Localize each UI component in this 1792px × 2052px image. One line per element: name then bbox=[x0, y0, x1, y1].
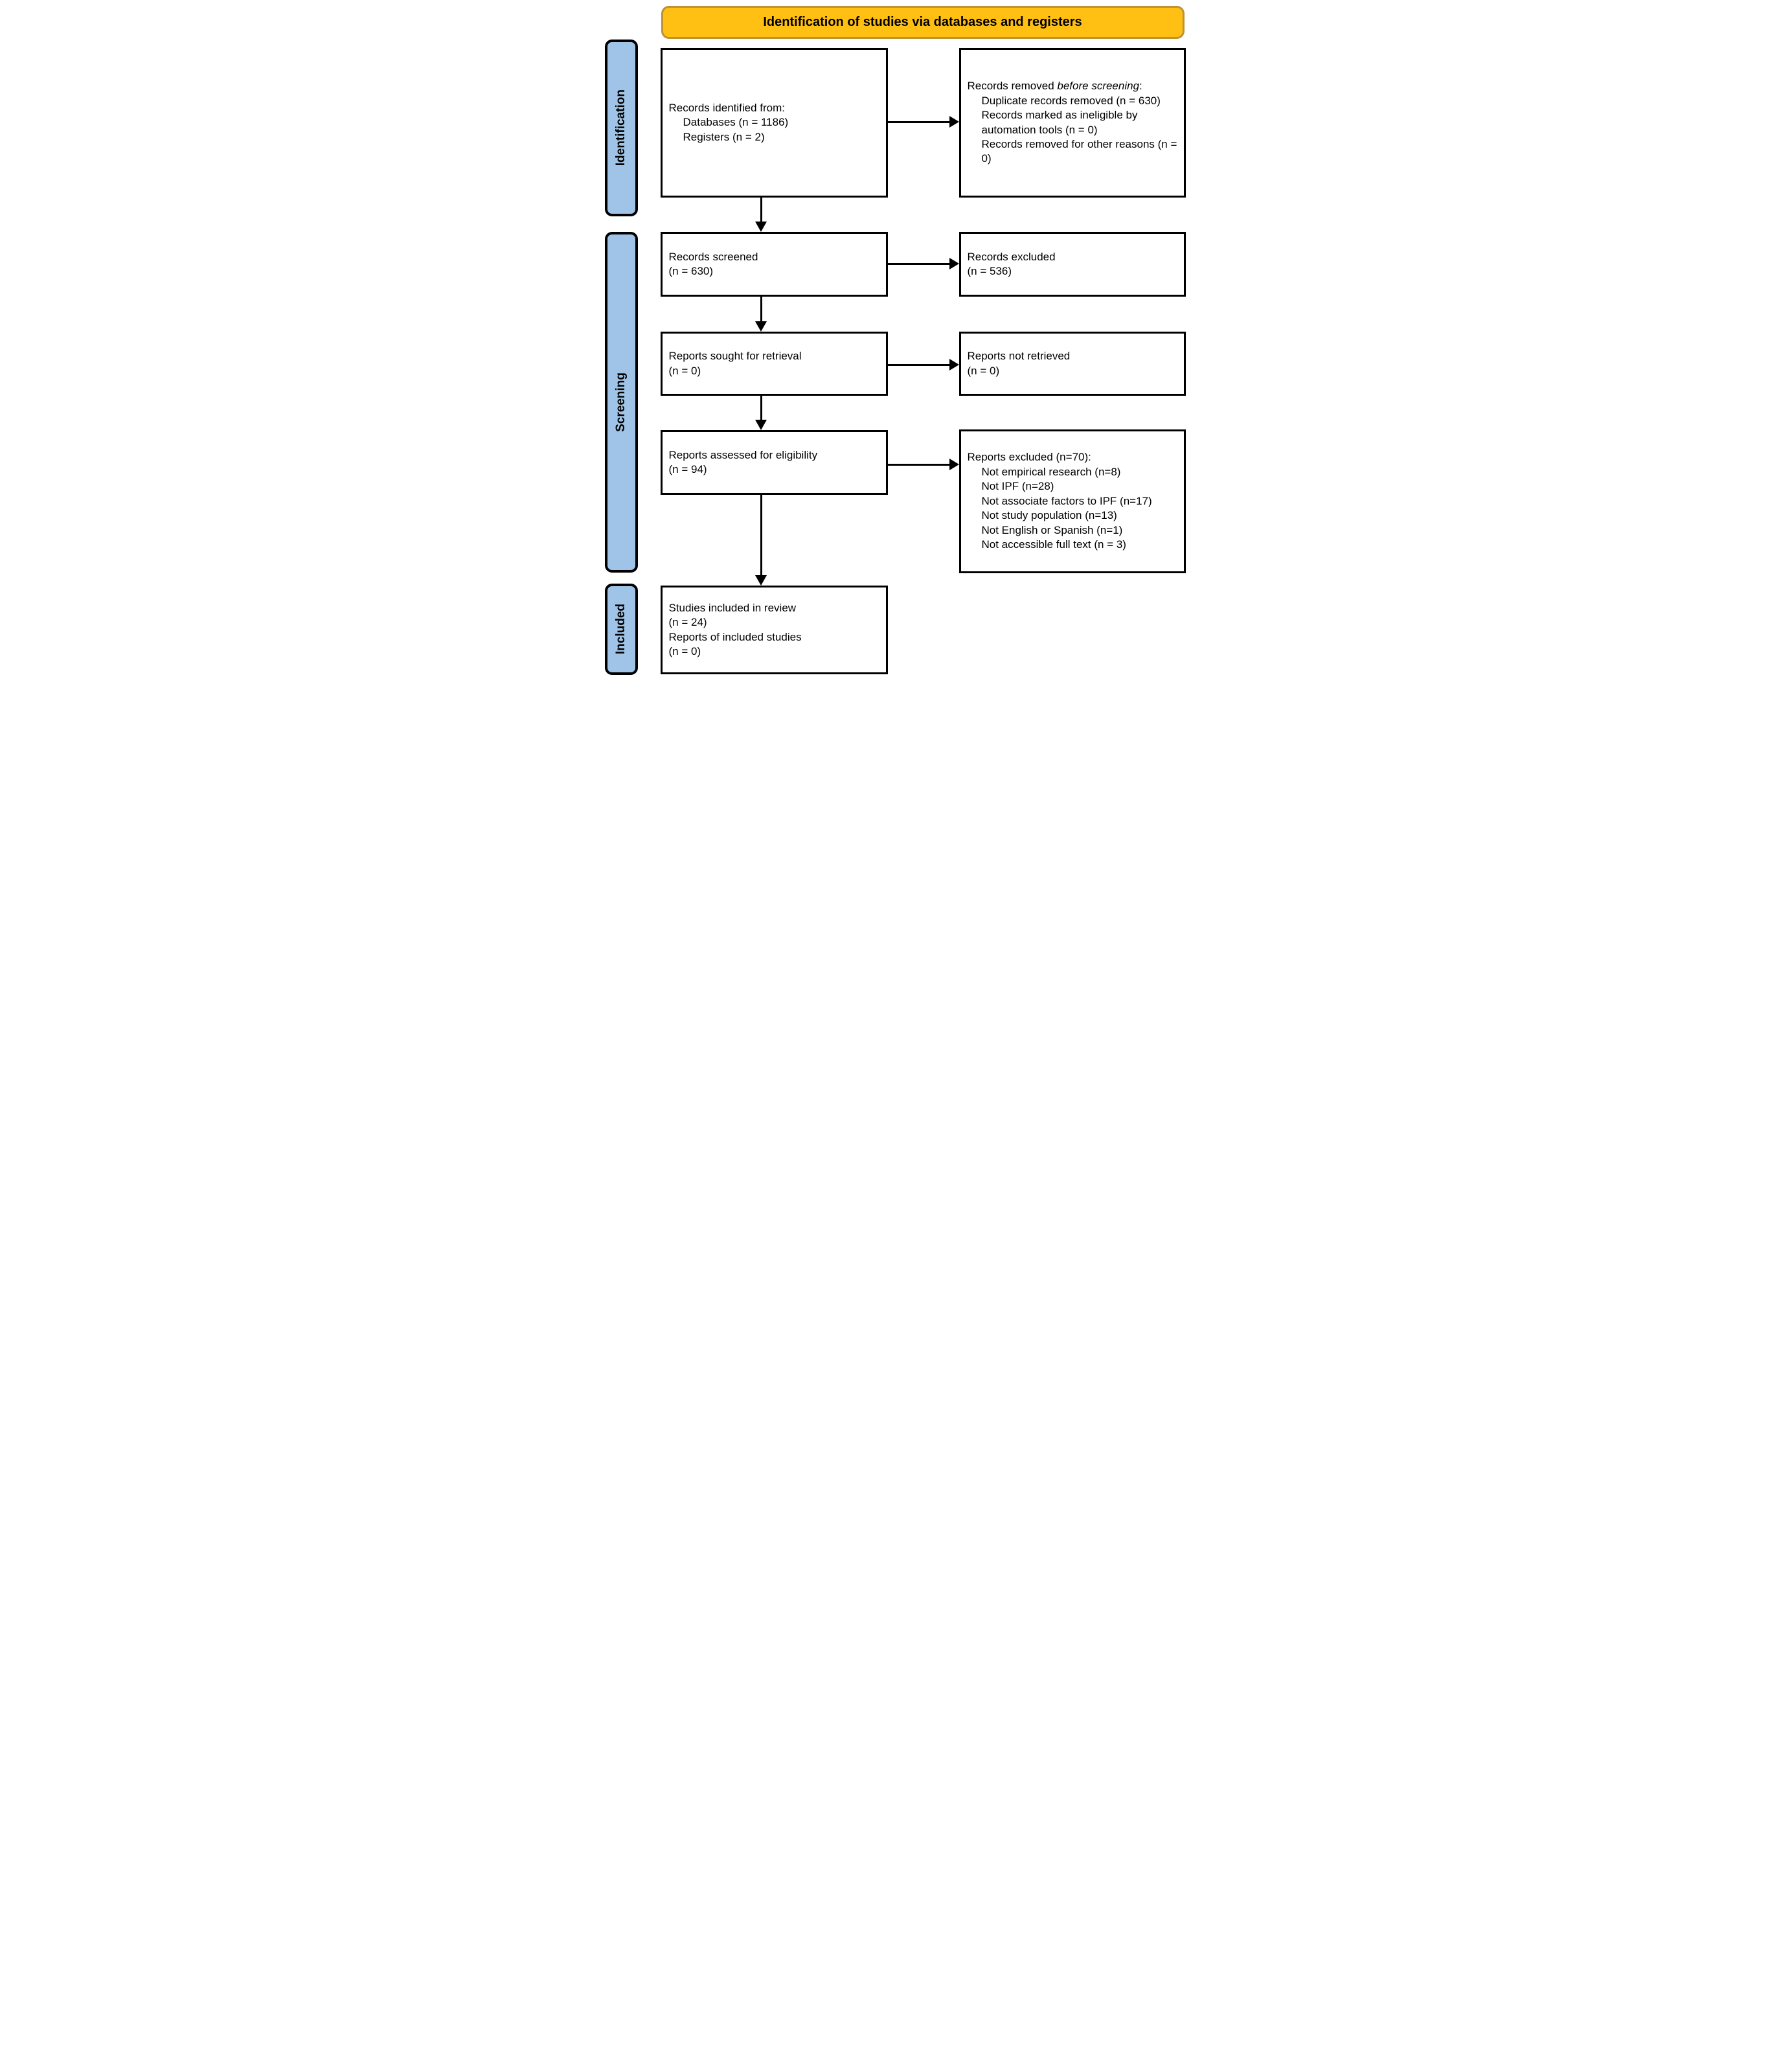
stage-label-screening-text: Screening bbox=[614, 372, 628, 432]
box-reports-not-retrieved-line: (n = 0) bbox=[967, 364, 1000, 377]
box-reports-assessed-line: (n = 94) bbox=[668, 463, 707, 475]
box-studies-included-line: Studies included in review bbox=[668, 601, 797, 614]
box-records-identified-item: Registers (n = 2) bbox=[683, 130, 765, 143]
box-reports-excluded-item: Not associate factors to IPF (n=17) bbox=[981, 494, 1152, 507]
box-records-removed-item: Records removed for other reasons (n = 0… bbox=[981, 137, 1177, 165]
box-records-identified: Records identified from: Databases (n = … bbox=[660, 48, 888, 198]
box-records-excluded: Records excluded (n = 536) bbox=[958, 232, 1186, 297]
arrow-screened-to-excluded bbox=[887, 258, 959, 269]
prisma-flow-diagram: Identification of studies via databases … bbox=[597, 0, 1195, 684]
box-records-identified-title: Records identified from: bbox=[668, 101, 786, 114]
arrow-identified-to-removed bbox=[887, 116, 959, 128]
arrow-sought-to-assessed bbox=[754, 396, 767, 430]
arrow-assessed-to-reports-excluded bbox=[887, 459, 959, 470]
box-reports-excluded-item: Not English or Spanish (n=1) bbox=[981, 523, 1123, 536]
box-records-removed-title: Records removed before screening: bbox=[968, 79, 1179, 93]
box-reports-not-retrieved-line: Reports not retrieved bbox=[967, 350, 1071, 363]
box-records-screened-line: Records screened bbox=[668, 250, 758, 263]
box-studies-included-line: (n = 24) bbox=[668, 616, 707, 629]
box-records-excluded-line: (n = 536) bbox=[967, 265, 1012, 277]
box-records-removed-title-suffix: : bbox=[1139, 80, 1142, 93]
box-reports-excluded-item: Not accessible full text (n = 3) bbox=[981, 538, 1126, 551]
box-studies-included: Studies included in review (n = 24) Repo… bbox=[660, 586, 888, 674]
box-records-removed-item: Duplicate records removed (n = 630) bbox=[981, 94, 1161, 107]
stage-label-included: Included bbox=[604, 584, 638, 675]
banner-title: Identification of studies via databases … bbox=[763, 15, 1082, 29]
box-reports-excluded-item: Not empirical research (n=8) bbox=[981, 465, 1121, 478]
box-records-screened-line: (n = 630) bbox=[668, 265, 714, 277]
stage-label-identification: Identification bbox=[604, 40, 638, 216]
box-reports-excluded-item: Not IPF (n=28) bbox=[981, 480, 1054, 493]
box-records-screened: Records screened (n = 630) bbox=[660, 232, 888, 297]
box-reports-sought-line: Reports sought for retrieval bbox=[668, 350, 802, 363]
box-reports-assessed: Reports assessed for eligibility (n = 94… bbox=[660, 430, 888, 495]
arrow-identified-to-screened bbox=[754, 198, 767, 232]
box-reports-assessed-line: Reports assessed for eligibility bbox=[668, 448, 818, 461]
box-reports-sought: Reports sought for retrieval (n = 0) bbox=[660, 332, 888, 396]
box-studies-included-line: (n = 0) bbox=[668, 644, 701, 657]
arrow-screened-to-sought bbox=[754, 297, 767, 332]
box-records-removed-title-italic: before screening bbox=[1057, 80, 1140, 93]
stage-label-screening: Screening bbox=[604, 232, 638, 573]
box-reports-excluded-item: Not study population (n=13) bbox=[981, 509, 1117, 522]
banner-identification-via-databases: Identification of studies via databases … bbox=[661, 6, 1185, 39]
stage-label-identification-text: Identification bbox=[614, 89, 628, 166]
arrow-assessed-to-included bbox=[754, 495, 767, 586]
arrow-sought-to-not-retrieved bbox=[887, 359, 959, 370]
box-reports-not-retrieved: Reports not retrieved (n = 0) bbox=[958, 332, 1186, 396]
box-records-removed: Records removed before screening: Duplic… bbox=[958, 48, 1186, 198]
box-reports-excluded: Reports excluded (n=70): Not empirical r… bbox=[958, 429, 1186, 573]
box-studies-included-line: Reports of included studies bbox=[668, 630, 802, 643]
box-records-removed-title-prefix: Records removed bbox=[967, 80, 1058, 93]
box-records-excluded-line: Records excluded bbox=[967, 250, 1056, 263]
box-records-identified-item: Databases (n = 1186) bbox=[683, 116, 789, 129]
box-reports-sought-line: (n = 0) bbox=[668, 364, 701, 377]
stage-label-included-text: Included bbox=[614, 604, 628, 655]
box-records-removed-item: Records marked as ineligible by automati… bbox=[981, 109, 1138, 136]
box-reports-excluded-title: Reports excluded (n=70): bbox=[967, 451, 1091, 464]
